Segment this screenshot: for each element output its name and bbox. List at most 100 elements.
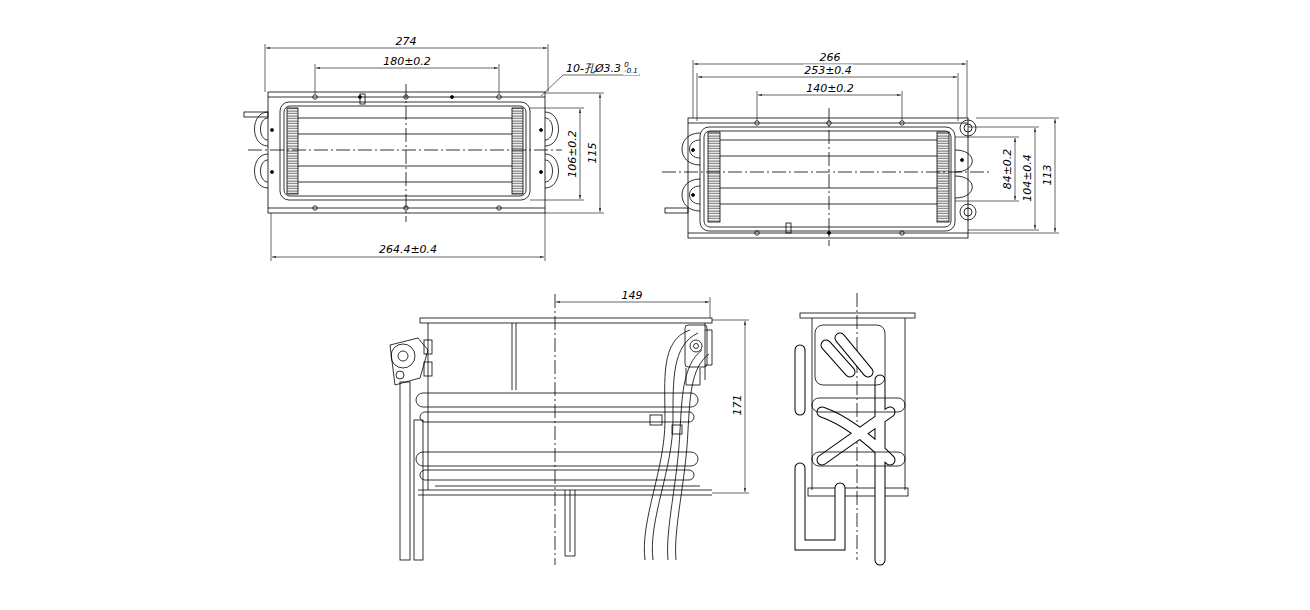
top-view-right-part — [720, 188, 937, 189]
dimension-lines-part — [316, 68, 498, 69]
side-view-part — [812, 452, 905, 466]
top-view-right-part — [755, 121, 759, 125]
dimension-lines-part — [693, 60, 694, 118]
top-view-left-part — [271, 171, 274, 174]
top-view-left-part — [271, 129, 274, 132]
dimension-lines — [556, 297, 749, 493]
dimension-label: 113 — [1042, 164, 1053, 187]
dimension-label: 10-孔Ø3.3 — [565, 63, 622, 74]
top-view-left-part — [280, 102, 530, 200]
top-view-right-part — [786, 223, 791, 233]
front-view-part — [414, 420, 423, 560]
dimension-lines-part — [1035, 128, 1036, 229]
top-view-right-part — [665, 208, 688, 213]
front-view-part — [690, 340, 702, 352]
top-view-left-part — [268, 92, 545, 213]
dimension-lines-part — [499, 64, 500, 95]
top-view-left — [244, 84, 562, 222]
dimension-lines — [265, 44, 640, 261]
front-view-part — [676, 354, 709, 560]
front-view-part — [420, 318, 712, 323]
dimension-lines-part — [697, 73, 698, 121]
front-view-part — [668, 350, 702, 560]
front-view-part — [400, 382, 410, 560]
top-view-right-part — [720, 140, 937, 141]
front-view-part — [390, 338, 428, 385]
dimension-label: 106±0.2 — [567, 129, 578, 179]
front-view-part — [416, 393, 698, 407]
dimension-lines-part — [968, 233, 1059, 234]
top-view-left-part — [359, 96, 362, 99]
top-view-right-part — [688, 123, 968, 124]
side-view-part — [800, 313, 915, 318]
dimension-label: -0.1 — [623, 68, 639, 75]
dimension-lines-part — [271, 213, 272, 261]
top-view-left-part — [244, 112, 268, 117]
dimension-label: 171 — [732, 394, 743, 417]
front-view-part — [512, 323, 513, 390]
top-view-right-part — [960, 204, 976, 220]
dimension-lines-part — [745, 321, 746, 492]
top-view-left-part — [313, 206, 317, 210]
front-view-part — [705, 323, 706, 380]
top-view-right-part — [720, 156, 937, 157]
front-view-part — [650, 415, 662, 425]
top-view-left-part — [540, 129, 543, 132]
front-view-part — [435, 486, 700, 487]
top-view-right-part — [720, 204, 937, 205]
dimension-lines-part — [967, 60, 968, 118]
dimension-lines — [693, 60, 1059, 233]
side-view-part — [808, 488, 908, 496]
front-view-part — [391, 344, 415, 368]
top-view-right-part — [688, 118, 968, 238]
dimension-lines-part — [958, 73, 959, 121]
top-view-right-part — [755, 231, 759, 235]
side-view-part — [800, 338, 890, 560]
side-view-part-part — [800, 338, 890, 560]
dimension-label: 104±0.4 — [1022, 153, 1033, 203]
top-view-right-part — [692, 194, 695, 197]
dimension-lines-part — [545, 93, 604, 94]
dimension-lines-part — [265, 44, 266, 92]
dimension-lines-part — [955, 201, 1019, 202]
dimension-lines-part — [968, 127, 1039, 128]
dimension-label: 140±0.2 — [805, 83, 855, 94]
dimension-lines-part — [710, 297, 711, 318]
dimension-lines-part — [541, 75, 640, 96]
top-view-left-part — [268, 97, 545, 98]
side-view-part-part — [800, 338, 890, 560]
top-view-left-part — [284, 106, 526, 196]
dimension-lines-part — [968, 230, 1039, 231]
top-view-right-part — [704, 131, 951, 227]
dimension-lines-part — [902, 91, 903, 121]
side-view-part — [812, 398, 905, 412]
top-view-right-part — [662, 172, 992, 173]
top-view-left-part — [287, 108, 298, 194]
dimension-lines-part — [1015, 138, 1016, 200]
dimension-lines-part — [545, 213, 546, 261]
dimension-lines-part — [266, 48, 547, 49]
front-view-part — [686, 368, 700, 385]
dimension-label: 266 — [819, 52, 842, 63]
front-view-part — [705, 330, 712, 365]
top-view-left-part — [298, 118, 512, 119]
top-view-left-part — [512, 108, 523, 194]
dimension-lines-part — [955, 137, 1019, 138]
top-view-left-part — [268, 208, 545, 209]
front-view-part — [420, 412, 694, 422]
top-view-left-part — [540, 171, 543, 174]
front-view-part — [565, 490, 575, 556]
top-view-right-part — [700, 127, 955, 231]
top-view-left-part — [497, 206, 501, 210]
front-view-part — [428, 323, 429, 490]
front-view-part — [424, 340, 432, 354]
front-view-part — [644, 330, 690, 560]
dimension-lines-part — [1055, 119, 1056, 232]
dimension-lines-part — [545, 213, 604, 214]
top-view-left-part — [248, 150, 562, 151]
front-view-part — [555, 294, 556, 565]
dimension-label: 149 — [621, 290, 644, 301]
top-view-left-part — [406, 84, 407, 222]
dimension-lines-part — [530, 108, 584, 109]
